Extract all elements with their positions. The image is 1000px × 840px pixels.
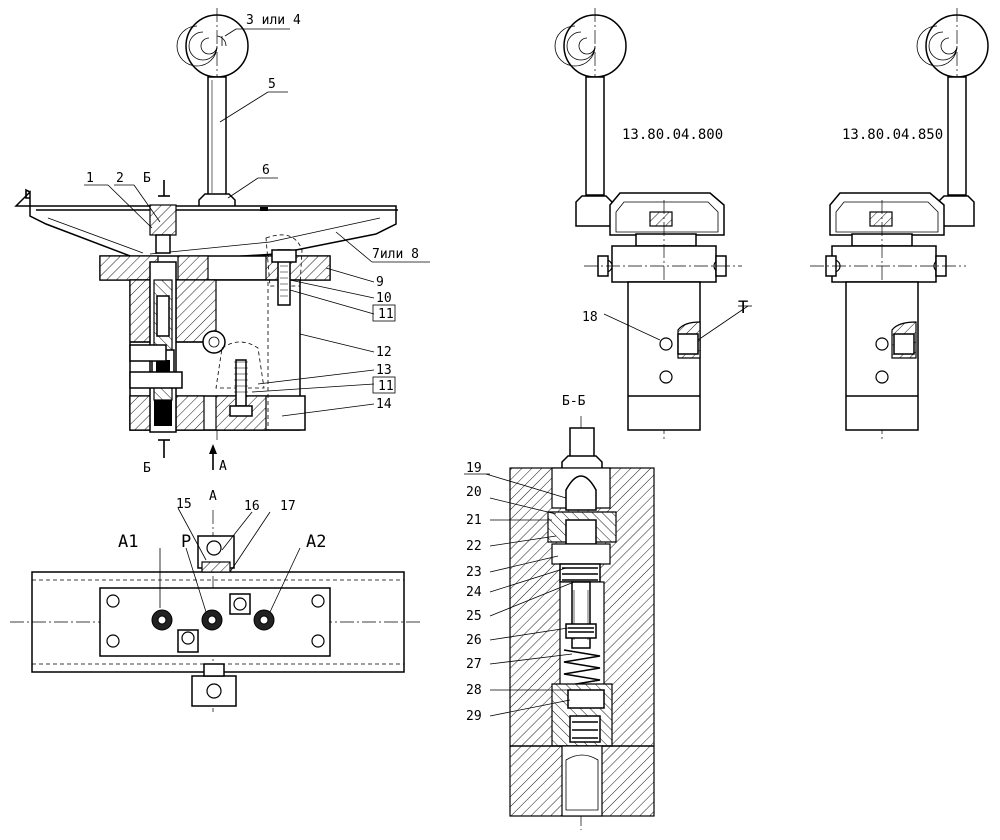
bolt-13 bbox=[235, 359, 247, 407]
section-bb-view: Б-Б bbox=[464, 394, 655, 830]
callout-3or4: 3 или 4 bbox=[246, 13, 301, 28]
callout-13: 13 bbox=[376, 363, 392, 378]
callout-21: 21 bbox=[466, 513, 482, 528]
callout-14: 14 bbox=[376, 397, 392, 412]
callout-7or8: 7или 8 bbox=[372, 247, 419, 262]
callout-17: 17 bbox=[280, 499, 296, 514]
callout-24: 24 bbox=[466, 585, 482, 600]
pin-housing bbox=[149, 204, 177, 236]
variant-800-code: 13.80.04.800 bbox=[622, 127, 723, 143]
front-view: Б Б А bbox=[14, 8, 398, 476]
port-label-a2: А2 bbox=[306, 532, 326, 552]
callout-27: 27 bbox=[466, 657, 482, 672]
section-bb-title: Б-Б bbox=[562, 394, 586, 409]
port-label-p: Р bbox=[181, 532, 191, 552]
callout-22: 22 bbox=[466, 539, 482, 554]
leaders-front bbox=[84, 28, 430, 417]
port-label-t: Т bbox=[738, 298, 748, 318]
variant-800-view: 18 Т 13.80.04.800 bbox=[554, 8, 752, 440]
side-port bbox=[202, 330, 226, 354]
spring bbox=[563, 649, 601, 687]
callout-29: 29 bbox=[466, 709, 482, 724]
callout-25: 25 bbox=[466, 609, 482, 624]
callout-23: 23 bbox=[466, 565, 482, 580]
callout-18: 18 bbox=[582, 310, 598, 325]
callout-15: 15 bbox=[176, 497, 192, 512]
callout-11-top: 11 bbox=[378, 307, 394, 322]
view-a-arrow-label: А bbox=[219, 459, 227, 474]
callouts-front: 3 или 4 5 6 1 2 7или 8 9 10 11 12 13 11 … bbox=[86, 13, 419, 412]
callout-26: 26 bbox=[466, 633, 482, 648]
variant-850-code: 13.80.04.850 bbox=[842, 127, 943, 143]
callout-11-bottom: 11 bbox=[378, 379, 394, 394]
callout-6: 6 bbox=[262, 163, 270, 178]
callout-10: 10 bbox=[376, 291, 392, 306]
bottom-lug bbox=[191, 675, 237, 707]
callout-16: 16 bbox=[244, 499, 260, 514]
view-a-title: А bbox=[209, 489, 217, 504]
variant-850-view: 13.80.04.850 bbox=[810, 8, 989, 440]
callout-19: 19 bbox=[466, 461, 482, 476]
lever-rod bbox=[207, 76, 227, 196]
callout-5: 5 bbox=[268, 77, 276, 92]
callout-1: 1 bbox=[86, 171, 94, 186]
callout-2: 2 bbox=[116, 171, 124, 186]
callout-9: 9 bbox=[376, 275, 384, 290]
callout-28: 28 bbox=[466, 683, 482, 698]
section-mark-bottom: Б bbox=[143, 461, 151, 476]
callout-20: 20 bbox=[466, 485, 482, 500]
section-mark-top: Б bbox=[143, 171, 151, 186]
port-label-a1: А1 bbox=[118, 532, 138, 552]
view-a: А А1 bbox=[10, 489, 420, 712]
callout-12: 12 bbox=[376, 345, 392, 360]
